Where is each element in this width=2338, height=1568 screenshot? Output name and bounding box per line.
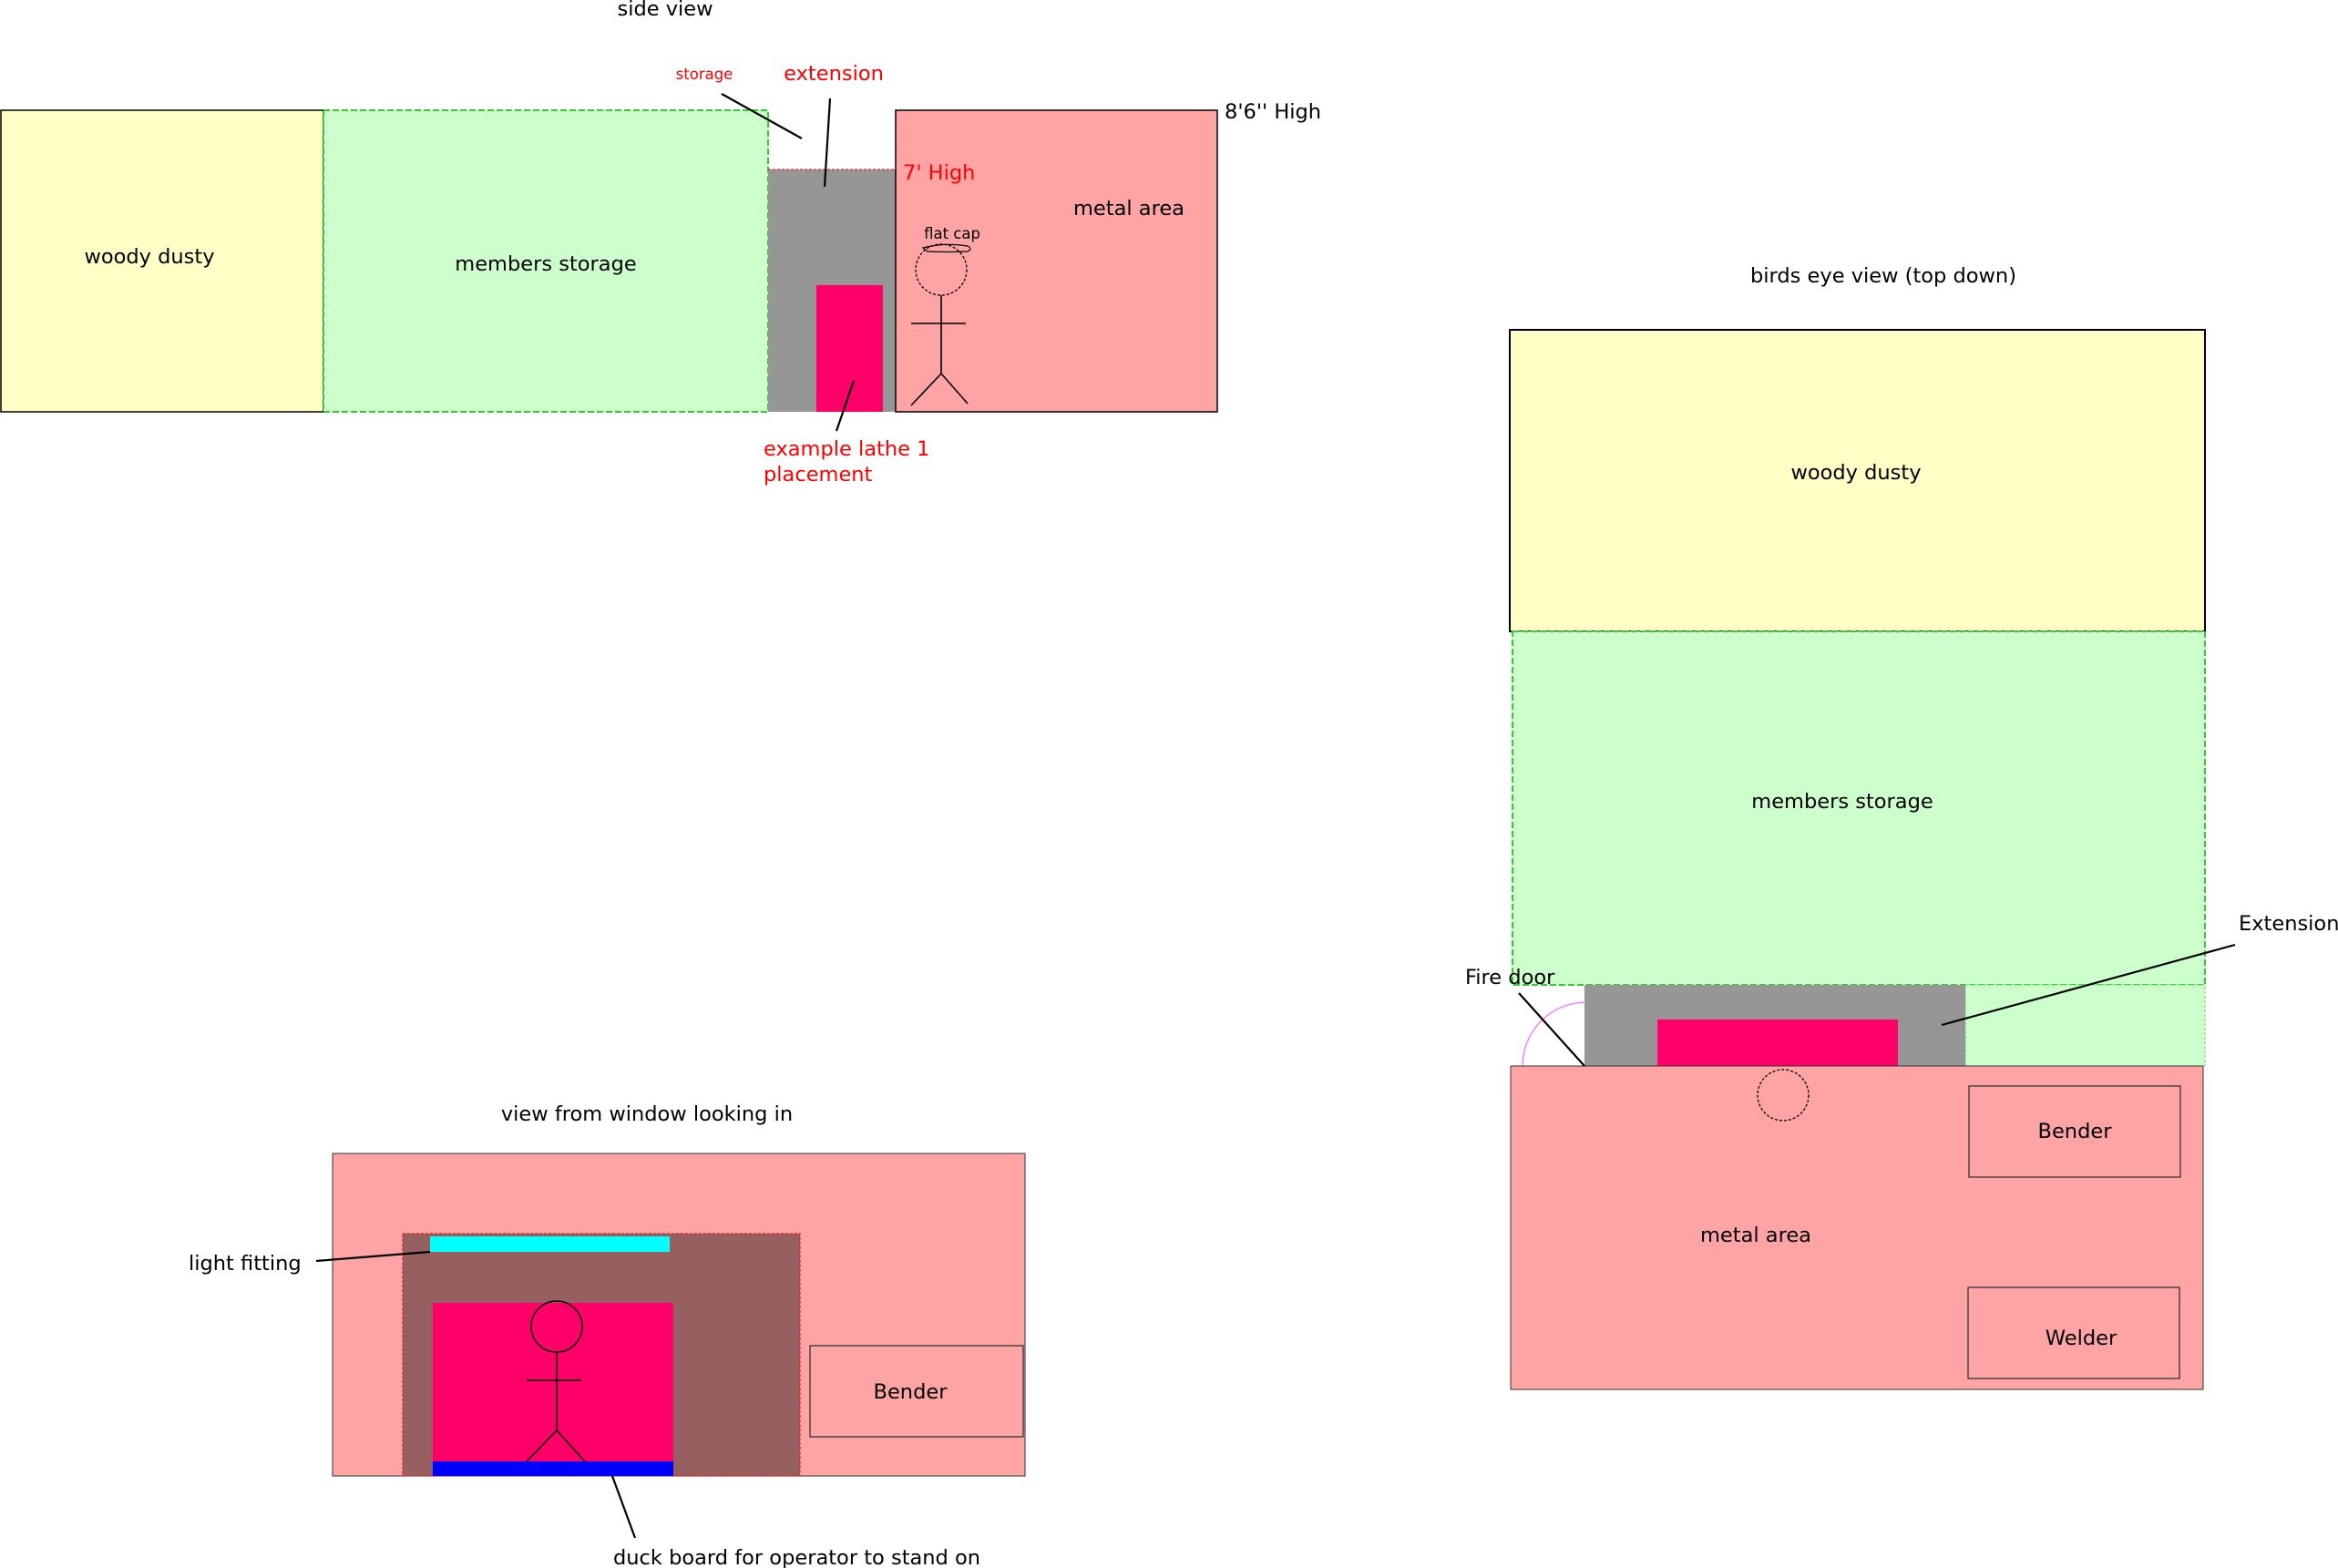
- top-operator-head: [1757, 1069, 1810, 1122]
- top-woody-dusty-block: [1509, 329, 2206, 632]
- window-stick-figure: [526, 1300, 586, 1462]
- side-stick-figure: [910, 243, 971, 406]
- birds-eye-title: birds eye view (top down): [1750, 264, 2016, 288]
- side-lathe-note-line1: example lathe 1: [764, 437, 929, 461]
- top-members-storage-label: members storage: [1751, 790, 1933, 814]
- side-metal-height-label: 8'6'' High: [1225, 100, 1321, 124]
- top-welder-label: Welder: [2046, 1327, 2118, 1350]
- side-view: side view woody dusty members storage me…: [0, 0, 1321, 487]
- top-woody-dusty-label: woody dusty: [1790, 461, 1921, 485]
- window-light-fitting: [430, 1236, 670, 1252]
- fire-door-label: Fire door: [1465, 966, 1555, 989]
- side-extension-label: extension: [784, 62, 884, 86]
- window-light-fitting-leader: [315, 1250, 431, 1263]
- top-storage-strip: [1964, 984, 2206, 1067]
- side-flat-cap-icon: [921, 243, 971, 253]
- window-bender-label: Bender: [874, 1380, 949, 1404]
- side-members-storage-block: [323, 109, 769, 413]
- side-woody-dusty-label: woody dusty: [84, 245, 214, 269]
- top-metal-area-label: metal area: [1700, 1224, 1811, 1247]
- window-view-title: view from window looking in: [501, 1102, 793, 1126]
- top-bender-label: Bender: [2038, 1120, 2113, 1143]
- side-figure-head: [915, 243, 968, 296]
- window-duck-board-leader: [610, 1475, 637, 1539]
- top-bender-block: [1968, 1085, 2181, 1178]
- side-view-title: side view: [617, 0, 713, 21]
- side-extension-height-label: 7' High: [903, 161, 975, 185]
- birds-eye-view: birds eye view (top down) woody dusty me…: [1465, 264, 2338, 1390]
- window-duck-board-label: duck board for operator to stand on: [613, 1546, 980, 1568]
- window-light-fitting-label: light fitting: [189, 1252, 302, 1276]
- side-lathe-leader: [835, 380, 856, 432]
- side-metal-area-block: [895, 109, 1218, 413]
- side-flat-cap-label: flat cap: [924, 225, 980, 242]
- side-woody-dusty-block: [0, 109, 324, 413]
- side-storage-label: storage: [676, 66, 733, 83]
- top-members-storage-block: [1512, 630, 2206, 986]
- top-welder-block: [1967, 1286, 2180, 1379]
- top-extension-leader: [1941, 943, 2236, 1027]
- side-extension-leader: [823, 97, 832, 188]
- side-storage-leader: [721, 93, 803, 139]
- window-lathe-block: [433, 1303, 673, 1461]
- window-view: view from window looking in Bender light…: [189, 1102, 1026, 1568]
- side-lathe-note-line2: placement: [764, 463, 873, 487]
- top-lathe-block: [1657, 1020, 1898, 1066]
- window-bender-block: [809, 1345, 1024, 1438]
- top-extension-label: Extension: [2239, 912, 2338, 936]
- side-metal-area-label: metal area: [1073, 197, 1184, 220]
- fire-door-swing-arc: [1522, 1001, 1585, 1067]
- window-duck-board: [433, 1461, 673, 1476]
- fire-door-leader: [1518, 992, 1585, 1067]
- side-members-storage-label: members storage: [455, 252, 636, 276]
